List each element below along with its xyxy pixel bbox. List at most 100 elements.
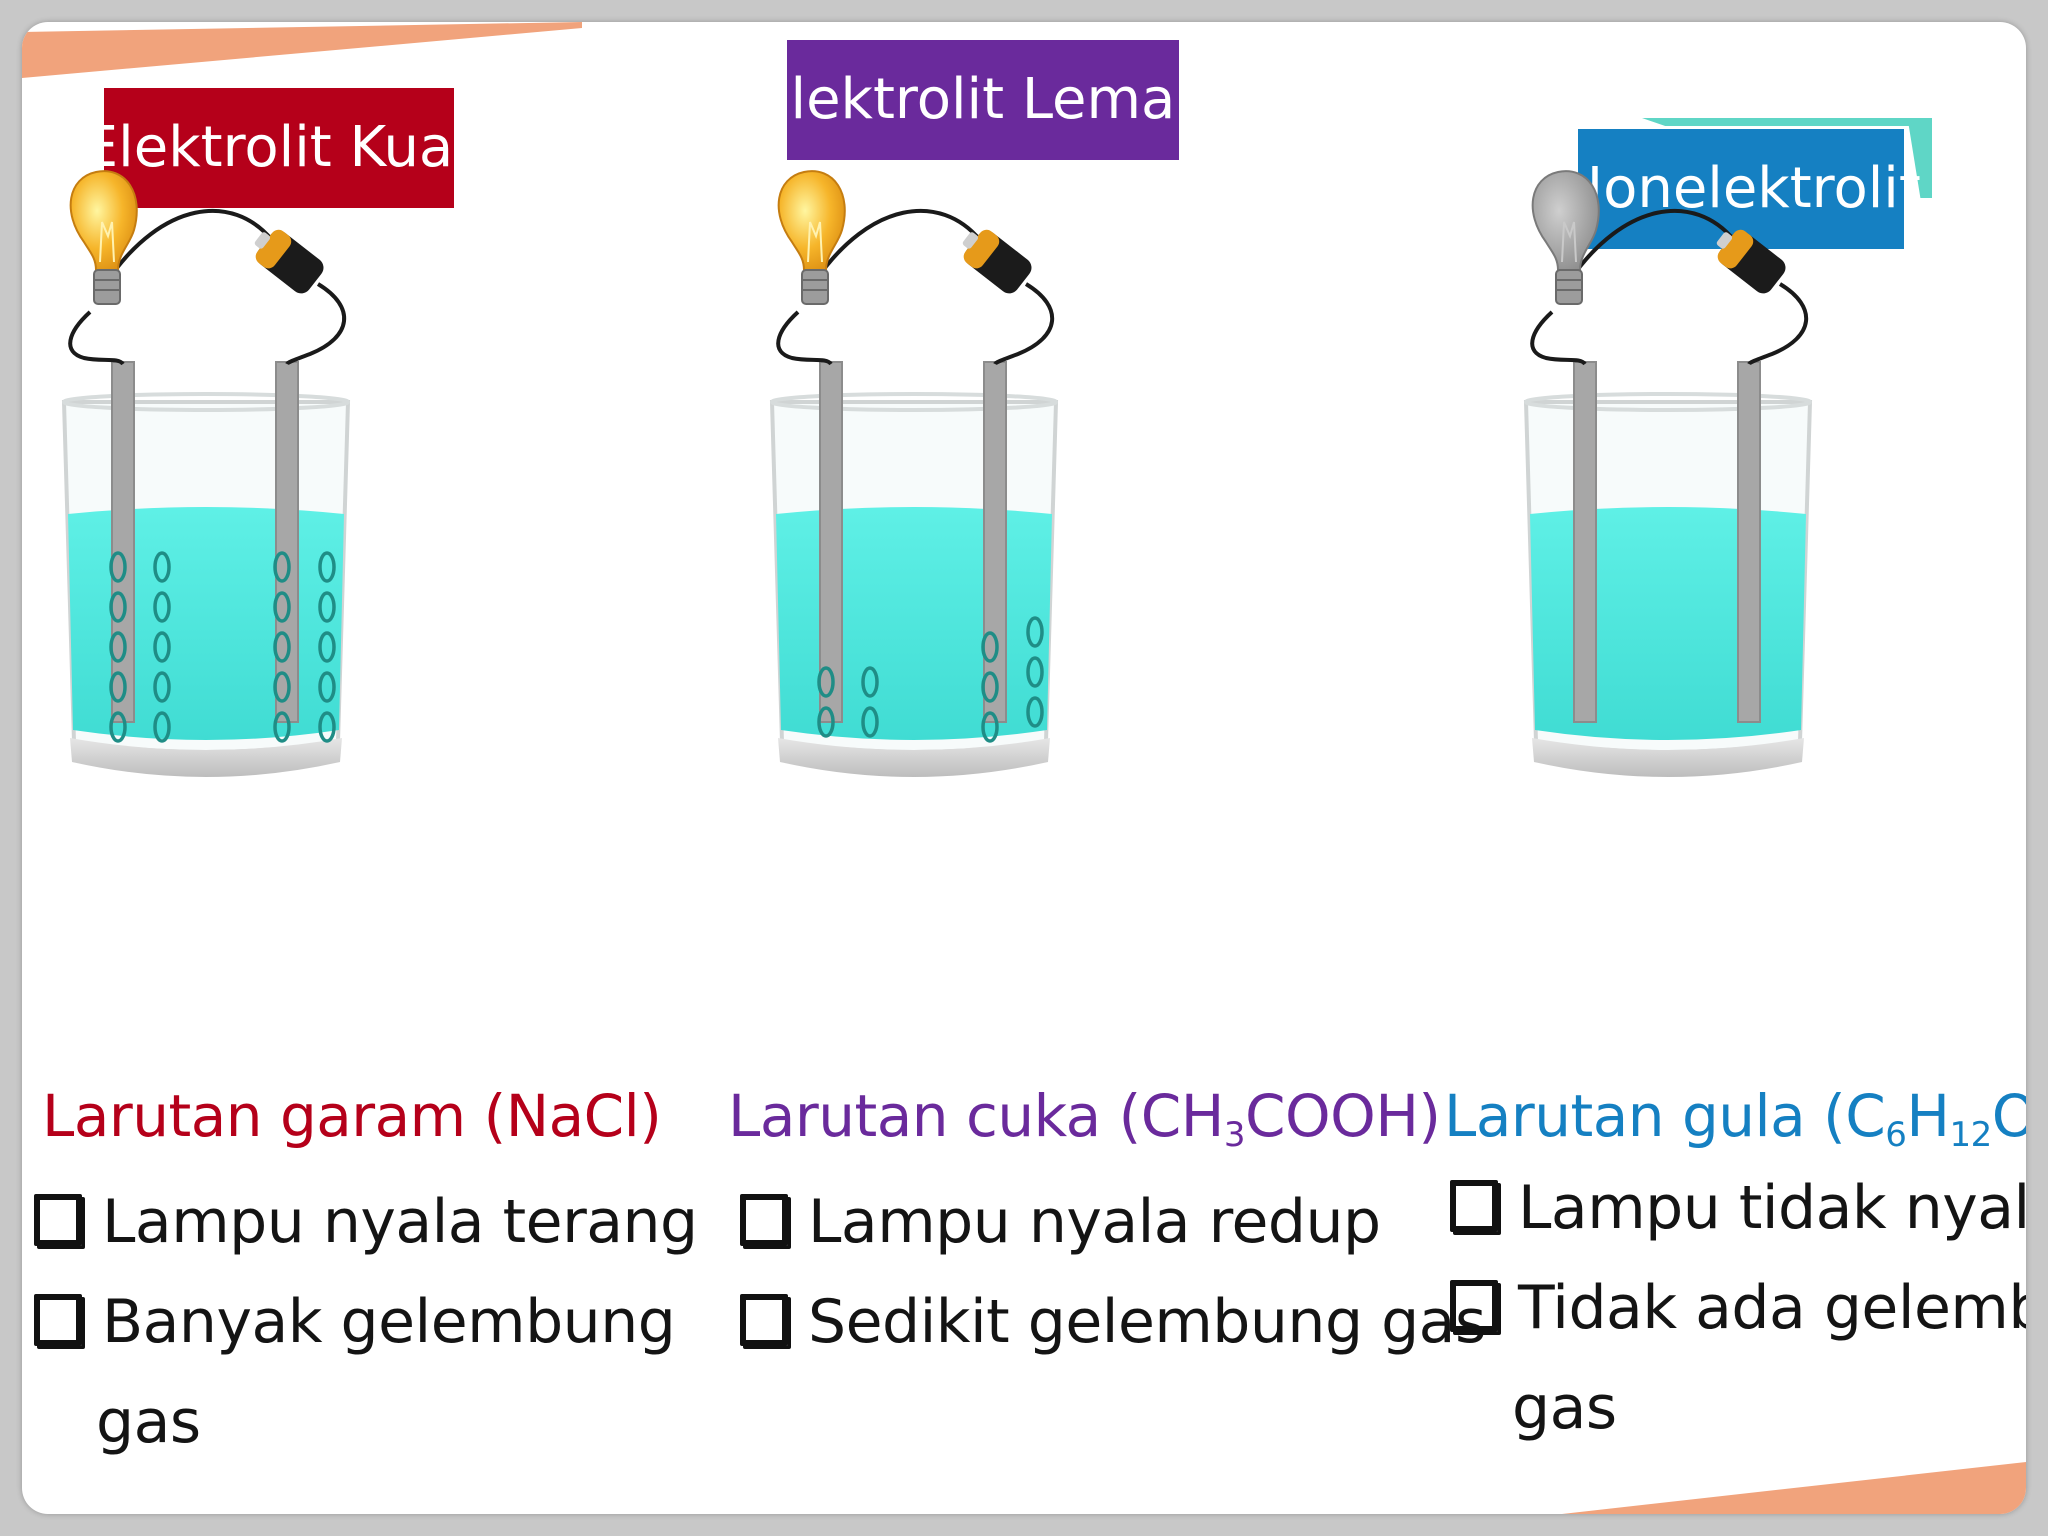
beaker-rim bbox=[770, 392, 1058, 412]
gas-bubble bbox=[861, 666, 879, 698]
solution-liquid bbox=[1530, 507, 1806, 740]
title-text: Larutan cuka (CH bbox=[728, 1082, 1224, 1150]
label-nonelectrolyte: Nonelektrolit bbox=[1561, 129, 1921, 249]
electrode-left bbox=[1573, 361, 1597, 723]
wire-left bbox=[1530, 310, 1587, 366]
observation-item: Banyak gelembung bbox=[34, 1272, 698, 1372]
battery-cap bbox=[963, 229, 1000, 269]
observation-item: Lampu nyala redup bbox=[740, 1172, 1486, 1272]
gas-bubble bbox=[1026, 616, 1044, 648]
checkbox-icon bbox=[740, 1194, 788, 1246]
battery-terminal bbox=[962, 232, 979, 249]
apparatus bbox=[769, 170, 1059, 777]
wire-right bbox=[1747, 282, 1809, 366]
lightbulb-on-icon bbox=[777, 170, 846, 271]
experiment-illustration bbox=[61, 170, 1813, 777]
observation-item: Lampu tidak nyala bbox=[1450, 1158, 2026, 1258]
solution-liquid bbox=[68, 507, 344, 740]
gas-bubble bbox=[1026, 696, 1044, 728]
gas-bubble bbox=[861, 706, 879, 738]
electrode-right bbox=[983, 361, 1007, 723]
title-text: COOH) bbox=[1245, 1082, 1441, 1150]
solution-liquid bbox=[776, 507, 1052, 740]
gas-bubble bbox=[109, 671, 127, 703]
gas-bubble bbox=[981, 711, 999, 743]
gas-bubble bbox=[318, 631, 336, 663]
gas-bubble bbox=[273, 551, 291, 583]
gas-bubble bbox=[273, 631, 291, 663]
observation-item: Lampu nyala terang bbox=[34, 1172, 698, 1272]
gas-bubble bbox=[109, 631, 127, 663]
observation-item: Tidak ada gelembung bbox=[1450, 1258, 2026, 1358]
observation-item: Sedikit gelembung gas bbox=[740, 1272, 1486, 1372]
checkbox-icon bbox=[1450, 1180, 1498, 1232]
gas-bubble bbox=[109, 591, 127, 623]
gas-bubble bbox=[273, 711, 291, 743]
bulb-filament bbox=[99, 221, 115, 263]
electrode-right bbox=[1737, 361, 1761, 723]
label-weak-electrolyte: Elektrolit Lemah bbox=[755, 40, 1211, 160]
beaker-base bbox=[1532, 738, 1804, 777]
gas-bubble bbox=[153, 551, 171, 583]
gas-bubble bbox=[318, 551, 336, 583]
gas-bubble bbox=[1026, 656, 1044, 688]
wire-top bbox=[1568, 208, 1736, 282]
observation-text: Banyak gelembung bbox=[102, 1287, 676, 1357]
electrode-left bbox=[111, 361, 135, 723]
gas-bubble bbox=[318, 711, 336, 743]
bulb-socket bbox=[93, 269, 121, 305]
lightbulb-off-icon bbox=[1531, 170, 1600, 271]
wire-top bbox=[106, 208, 274, 282]
wire-left bbox=[68, 310, 125, 366]
solution-title-sugar: Larutan gula (C6H12O6) bbox=[1444, 1082, 2026, 1155]
label-strong-electrolyte: Elektrolit Kuat bbox=[83, 88, 475, 208]
apparatus bbox=[61, 170, 351, 777]
bulb-filament bbox=[807, 221, 823, 263]
beaker-base bbox=[778, 738, 1050, 777]
electrode-right bbox=[275, 361, 299, 723]
gas-bubble bbox=[273, 671, 291, 703]
apparatus bbox=[1523, 170, 1813, 777]
checkbox-icon bbox=[34, 1294, 82, 1346]
title-text: Larutan gula (C bbox=[1444, 1082, 1886, 1150]
gas-bubble bbox=[153, 591, 171, 623]
wire-right bbox=[285, 282, 347, 366]
title-subscript: 12 bbox=[1949, 1115, 1993, 1155]
observation-text: Lampu tidak nyala bbox=[1518, 1173, 2026, 1243]
gas-bubble bbox=[981, 671, 999, 703]
checkbox-icon bbox=[1450, 1280, 1498, 1332]
observation-list-strong: Lampu nyala terang Banyak gelembung gas bbox=[34, 1172, 698, 1472]
gas-bubble bbox=[109, 551, 127, 583]
battery-icon bbox=[1716, 229, 1786, 294]
solution-title-nacl: Larutan garam (NaCl) bbox=[42, 1082, 662, 1150]
title-subscript: 6 bbox=[1885, 1115, 1907, 1155]
beaker-rim bbox=[62, 392, 350, 412]
battery-terminal bbox=[254, 232, 271, 249]
battery-icon bbox=[962, 229, 1032, 294]
observation-list-weak: Lampu nyala redup Sedikit gelembung gas bbox=[740, 1172, 1486, 1372]
gas-bubble bbox=[817, 706, 835, 738]
title-subscript: 3 bbox=[1223, 1115, 1246, 1155]
lightbulb-on-icon bbox=[69, 170, 138, 271]
battery-cap bbox=[1717, 229, 1754, 269]
slide: Elektrolit Kuat Elektrolit Lemah Nonelek… bbox=[22, 22, 2026, 1514]
battery-icon bbox=[254, 229, 324, 294]
beaker-base bbox=[70, 738, 342, 777]
solution-title-vinegar: Larutan cuka (CH3COOH) bbox=[728, 1082, 1441, 1155]
observation-continuation: gas bbox=[96, 1387, 201, 1457]
observation-text: Tidak ada gelembung bbox=[1518, 1273, 2026, 1343]
gas-bubble bbox=[153, 711, 171, 743]
gas-bubble bbox=[109, 711, 127, 743]
checkbox-icon bbox=[34, 1194, 82, 1246]
wire-right bbox=[993, 282, 1055, 366]
gas-bubble bbox=[153, 631, 171, 663]
bulb-socket bbox=[801, 269, 829, 305]
observation-text: Lampu nyala terang bbox=[102, 1187, 698, 1257]
battery-cap bbox=[255, 229, 292, 269]
checkbox-icon bbox=[740, 1294, 788, 1346]
bulb-socket bbox=[1555, 269, 1583, 305]
wire-top bbox=[814, 208, 982, 282]
gas-bubble bbox=[817, 666, 835, 698]
battery-terminal bbox=[1716, 232, 1733, 249]
gas-bubble bbox=[318, 671, 336, 703]
